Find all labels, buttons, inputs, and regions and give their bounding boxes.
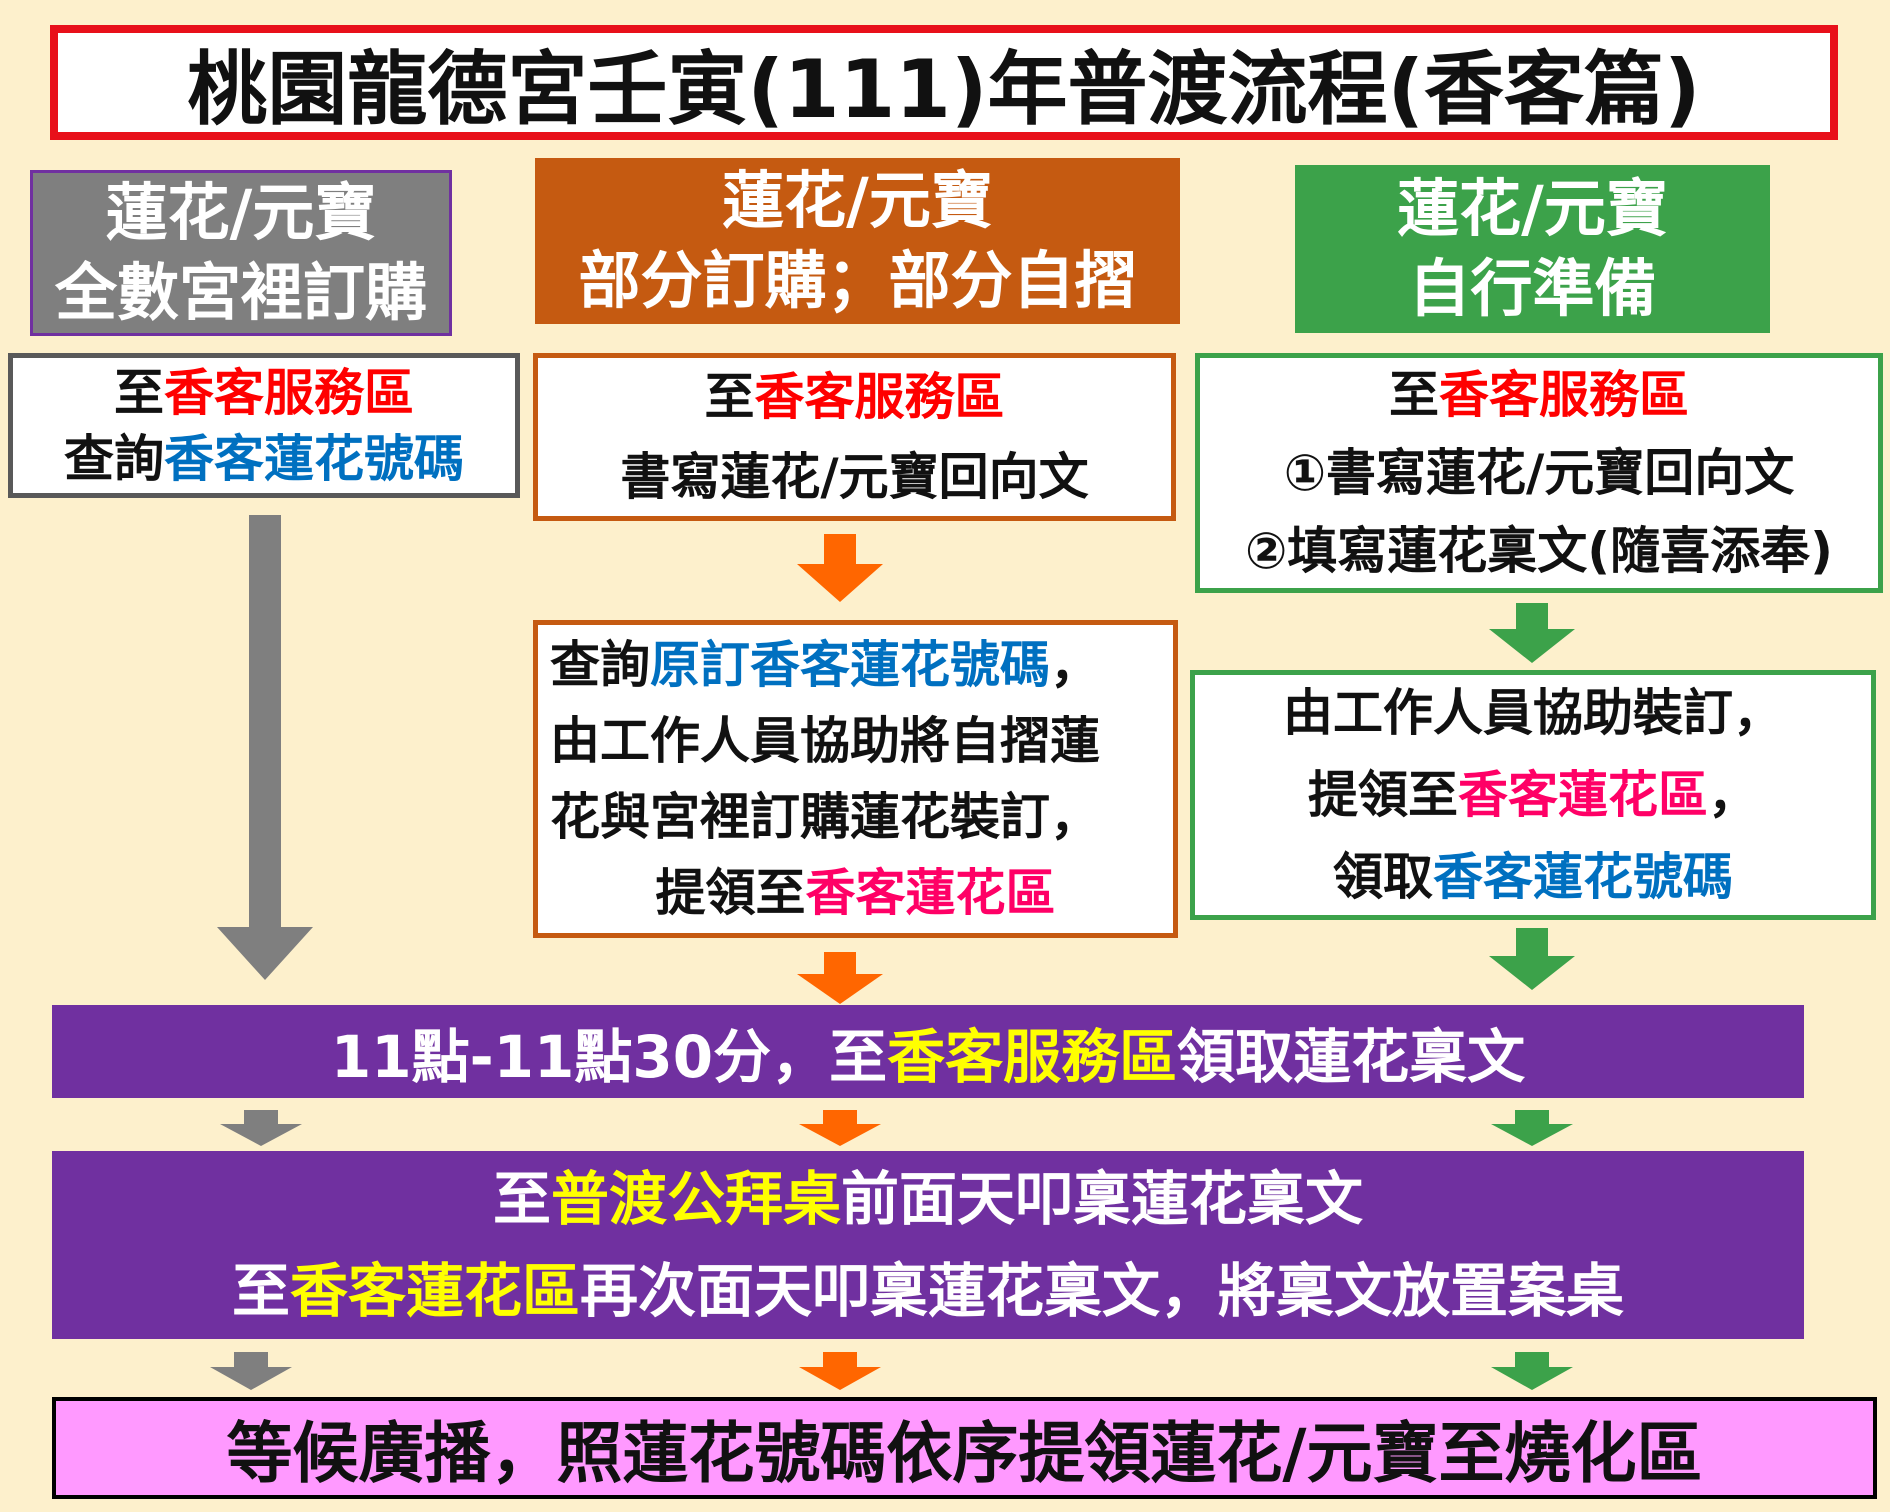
text-plain: 前面天叩稟蓮花稟文: [841, 1165, 1364, 1233]
arrow-down-icon: [1489, 928, 1575, 990]
step-box-col2-service-area: 至香客服務區 書寫蓮花/元寶回向文: [533, 353, 1176, 521]
step-line: 至香客服務區: [1389, 356, 1689, 434]
text-plain: 11點-11點30分，至: [330, 1022, 888, 1091]
column-header-line: 全數宮裡訂購: [54, 256, 427, 329]
step-line: 領取香客蓮花號碼: [1333, 836, 1733, 918]
arrow-down-icon: [1491, 1352, 1573, 1390]
column-header-line: 部分訂購；部分自摺: [578, 244, 1137, 317]
step-box-col3-binding: 由工作人員協助裝訂， 提領至香客蓮花區， 領取香客蓮花號碼: [1190, 670, 1876, 920]
final-step-wait-broadcast: 等候廣播，照蓮花號碼依序提領蓮花/元寶至燒化區: [52, 1397, 1877, 1499]
step-box-col3-service-area: 至香客服務區 ①書寫蓮花/元寶回向文 ②填寫蓮花稟文(隨喜添奉): [1195, 353, 1883, 593]
column-header-line: 蓮花/元寶: [722, 164, 993, 237]
text-highlight-yellow: 普渡公拜桌: [550, 1165, 841, 1233]
text-plain: 至: [704, 368, 755, 426]
arrow-down-icon: [1489, 603, 1575, 663]
text-highlight-red: 香客服務區: [754, 368, 1005, 426]
arrow-down-icon: [797, 534, 883, 602]
text-plain: ，: [1708, 766, 1758, 824]
step-line: 查詢香客蓮花號碼: [64, 426, 464, 492]
text-plain: 提領至: [1308, 766, 1458, 824]
step-line: ①書寫蓮花/元寶回向文: [1283, 444, 1795, 502]
column-header-partial-order: 蓮花/元寶 部分訂購；部分自摺: [535, 158, 1180, 324]
arrow-down-icon: [1491, 1110, 1573, 1146]
text-plain: 領取: [1333, 848, 1433, 906]
text-plain: 領取蓮花稟文: [1177, 1022, 1526, 1091]
text-plain: 至: [114, 363, 164, 422]
step-line: 書寫蓮花/元寶回向文: [620, 448, 1089, 506]
step-line: 提領至香客蓮花區，: [1308, 754, 1758, 836]
step-line: 至香客蓮花區再次面天叩稟蓮花稟文，將稟文放置案桌: [232, 1245, 1624, 1337]
step-line: 由工作人員協助裝訂，: [1283, 684, 1783, 742]
title-box: 桃園龍德宮壬寅(111)年普渡流程(香客篇): [50, 25, 1838, 140]
text-highlight-pink: 香客蓮花區: [805, 864, 1056, 922]
text-plain: 至: [492, 1165, 551, 1233]
column-header-full-order: 蓮花/元寶 全數宮裡訂購: [30, 170, 452, 336]
text-plain: 提領至: [655, 864, 806, 922]
text-highlight-blue: 香客蓮花號碼: [1433, 848, 1733, 906]
page-title: 桃園龍德宮壬寅(111)年普渡流程(香客篇): [187, 42, 1701, 136]
column-header-line: 蓮花/元寶: [105, 176, 377, 249]
step-line: 由工作人員協助將自摺蓮: [550, 712, 1100, 770]
arrow-down-icon: [797, 952, 883, 1004]
text-plain: 至: [231, 1257, 290, 1325]
step-box-col1-service-area: 至香客服務區 查詢香客蓮花號碼: [8, 353, 520, 498]
text-highlight-blue: 原訂香客蓮花號碼: [650, 636, 1050, 694]
arrow-down-icon: [799, 1110, 881, 1146]
step-line: 花與宮裡訂購蓮花裝訂，: [550, 788, 1100, 846]
step-line: 至香客服務區: [705, 357, 1005, 437]
column-header-self-prepared: 蓮花/元寶 自行準備: [1295, 165, 1770, 333]
text-highlight-red: 香客服務區: [1439, 366, 1689, 424]
step-line: 提領至香客蓮花區: [538, 855, 1173, 931]
column-header-line: 蓮花/元寶: [1397, 172, 1668, 245]
text-highlight-blue: 香客蓮花號碼: [164, 429, 464, 488]
step-line: 等候廣播，照蓮花號碼依序提領蓮花/元寶至燒化區: [226, 1415, 1703, 1492]
text-plain: 查詢: [64, 429, 164, 488]
text-highlight-pink: 香客蓮花區: [1458, 766, 1708, 824]
text-plain: ，: [1050, 636, 1100, 694]
step-line: 至普渡公拜桌前面天叩稟蓮花稟文: [493, 1153, 1363, 1245]
arrow-down-icon: [799, 1352, 881, 1390]
step-line: 至香客服務區: [114, 360, 414, 426]
step-box-col2-binding: 查詢原訂香客蓮花號碼， 由工作人員協助將自摺蓮 花與宮裡訂購蓮花裝訂， 提領至香…: [533, 620, 1178, 938]
text-highlight-yellow: 香客蓮花區: [289, 1257, 580, 1325]
arrow-down-icon: [210, 1352, 292, 1390]
text-plain: 至: [1389, 366, 1439, 424]
shared-step-collect-petition: 11點-11點30分，至香客服務區領取蓮花稟文: [52, 1005, 1804, 1098]
step-line: 查詢原訂香客蓮花號碼，: [538, 627, 1173, 703]
text-highlight-yellow: 香客服務區: [887, 1022, 1178, 1091]
shared-step-pray: 至普渡公拜桌前面天叩稟蓮花稟文 至香客蓮花區再次面天叩稟蓮花稟文，將稟文放置案桌: [52, 1151, 1804, 1339]
step-line: ②填寫蓮花稟文(隨喜添奉): [1244, 522, 1834, 580]
arrow-down-icon: [217, 515, 313, 980]
arrow-down-icon: [220, 1110, 302, 1146]
text-plain: 再次面天叩稟蓮花稟文，將稟文放置案桌: [580, 1257, 1625, 1325]
text-highlight-red: 香客服務區: [164, 363, 414, 422]
column-header-line: 自行準備: [1408, 252, 1657, 325]
step-line: 11點-11點30分，至香客服務區領取蓮花稟文: [331, 1010, 1525, 1094]
text-plain: 查詢: [550, 636, 650, 694]
